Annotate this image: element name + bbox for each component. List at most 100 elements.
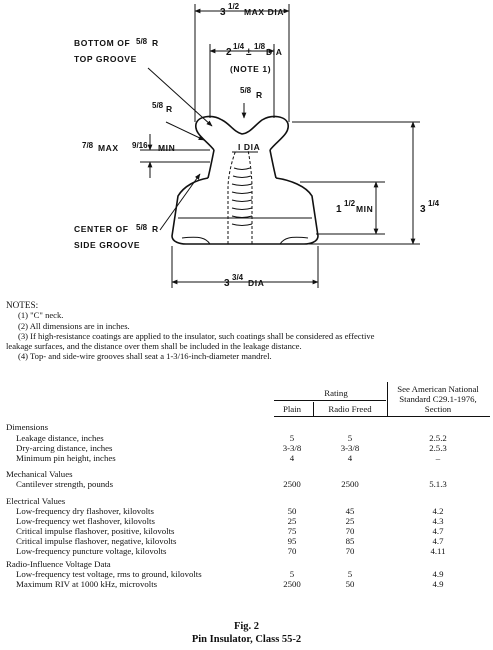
section-value: 4.11 [430, 546, 446, 556]
plain-value: 50 [287, 506, 297, 516]
figure-number: Fig. 2 [233, 621, 260, 632]
radio-freed-value: 5 [347, 433, 353, 443]
row-label: Low-frequency test voltage, rms to groun… [16, 569, 202, 579]
plain-value: 70 [287, 546, 297, 556]
header-divider-1 [313, 402, 314, 416]
plain-value: 25 [287, 516, 297, 526]
plain-value: 2500 [283, 579, 301, 589]
plain-value: 3-3/8 [282, 443, 302, 453]
radio-freed-value: 5 [347, 569, 353, 579]
radio-freed-value: 3-3/8 [340, 443, 360, 453]
svg-text:7/8: 7/8 [82, 141, 94, 150]
svg-text:1/4: 1/4 [233, 42, 245, 51]
group-label: Dimensions [6, 422, 49, 432]
section-value: 2.5.2 [429, 433, 447, 443]
svg-text:1/8: 1/8 [254, 42, 266, 51]
note1-label: (NOTE 1) [230, 64, 271, 74]
note-4: (4) Top- and side-wire grooves shall sea… [18, 351, 272, 362]
bottom-groove-leader [147, 67, 213, 127]
radio-freed-value: 45 [345, 506, 355, 516]
insulator-drawing: 3 1/2 MAX DIA 2 1/4 ± 1/8 DIA (NOTE 1) B… [74, 2, 440, 289]
one-half-min-label: 1 1/2 MIN [336, 199, 373, 215]
table-row: Critical impulse flashover, negative, ki… [6, 536, 490, 546]
svg-text:SIDE GROOVE: SIDE GROOVE [74, 240, 140, 250]
svg-text:±: ± [246, 47, 252, 58]
table-row: Low-frequency dry flashover, kilovolts 50… [6, 506, 490, 516]
svg-text:MIN: MIN [356, 204, 373, 214]
table-row: Low-frequency wet flashover, kilovolts 25… [6, 516, 490, 526]
std-header-line-1: See American National [397, 384, 479, 394]
section-value: 4.2 [432, 506, 444, 516]
svg-text:5/8: 5/8 [152, 101, 164, 110]
row-label: Low-frequency wet flashover, kilovolts [16, 516, 155, 526]
one-dia-label: I DIA [238, 142, 260, 152]
insulator-outline [171, 115, 319, 245]
svg-text:5/8: 5/8 [136, 37, 148, 46]
std-header-line-2: Standard C29.1-1976, [399, 394, 477, 404]
row-label: Critical impulse flashover, positive, ki… [16, 526, 175, 536]
base-dia-label: 3 3/4 DIA [224, 273, 264, 289]
group-label: Mechanical Values [6, 469, 73, 479]
table-group-heading: Radio-Influence Voltage Data [6, 559, 490, 569]
plain-value: 4 [289, 453, 295, 463]
group-label: Electrical Values [6, 496, 66, 506]
svg-text:CENTER OF: CENTER OF [74, 224, 129, 234]
row-label: Low-frequency dry flashover, kilovolts [16, 506, 154, 516]
row-label: Maximum RIV at 1000 kHz, microvolts [16, 579, 158, 589]
svg-text:R: R [166, 104, 173, 114]
bottom-groove-label: BOTTOM OF 5/8 R TOP GROOVE [74, 37, 159, 64]
section-value: – [435, 453, 441, 463]
pin-dia-label: 2 1/4 ± 1/8 DIA [226, 42, 282, 58]
radio-freed-value: 25 [345, 516, 355, 526]
svg-text:5/8: 5/8 [240, 86, 252, 95]
svg-text:1/2: 1/2 [228, 2, 240, 11]
note-1: (1) "C" neck. [18, 310, 64, 321]
svg-text:MAX: MAX [98, 143, 119, 153]
note-3-continued: leakage surfaces, and the distance over … [6, 341, 302, 352]
svg-text:R: R [152, 224, 159, 234]
std-header-line-3: Section [424, 404, 452, 414]
svg-text:3: 3 [220, 7, 226, 18]
pin-hole [227, 149, 253, 244]
section-value: 4.3 [432, 516, 444, 526]
section-value: 2.5.3 [429, 443, 447, 453]
section-value: 4.7 [432, 526, 444, 536]
svg-text:DIA: DIA [266, 47, 282, 57]
svg-text:MAX DIA: MAX DIA [244, 7, 284, 17]
note-2: (2) All dimensions are in inches. [18, 320, 130, 331]
note-3: (3) If high-resistance coatings are appl… [18, 330, 375, 341]
section-value: 4.7 [432, 536, 444, 546]
svg-text:MIN: MIN [158, 143, 175, 153]
svg-text:TOP GROOVE: TOP GROOVE [74, 54, 137, 64]
notes-heading: NOTES: [6, 300, 39, 310]
plain-value: 95 [287, 536, 297, 546]
std-header: See American National Standard C29.1-197… [386, 384, 490, 414]
row-label: Minimum pin height, inches [16, 453, 116, 463]
plain-value: 75 [287, 526, 297, 536]
row-label: Low-frequency puncture voltage, kilovolt… [16, 546, 167, 556]
svg-text:3: 3 [224, 278, 230, 289]
nine-sixteenths-min-label: 9/16 MIN [132, 141, 175, 153]
rating-rule [274, 400, 386, 401]
svg-text:R: R [256, 90, 263, 100]
row-label: Leakage distance, inches [16, 433, 104, 443]
top-r-label: 5/8 R [240, 86, 263, 100]
svg-text:R: R [152, 38, 159, 48]
table-group-heading: Dimensions [6, 422, 490, 432]
svg-text:1/4: 1/4 [428, 199, 440, 208]
plain-value: 2500 [283, 479, 301, 489]
thread-marks [231, 167, 253, 226]
max-dia-label: 3 1/2 MAX DIA [220, 2, 284, 18]
col-radio-header: Radio Freed [328, 404, 372, 414]
row-label: Dry-arcing distance, inches [16, 443, 113, 453]
rating-header: Rating [324, 388, 348, 398]
svg-text:1: 1 [336, 204, 342, 215]
radio-freed-value: 50 [345, 579, 355, 589]
table-row: Low-frequency test voltage, rms to groun… [6, 569, 490, 579]
section-value: 4.9 [432, 569, 444, 579]
group-label: Radio-Influence Voltage Data [6, 559, 111, 569]
table-row: Critical impulse flashover, positive, ki… [6, 526, 490, 536]
table-group-heading: Mechanical Values [6, 469, 490, 479]
